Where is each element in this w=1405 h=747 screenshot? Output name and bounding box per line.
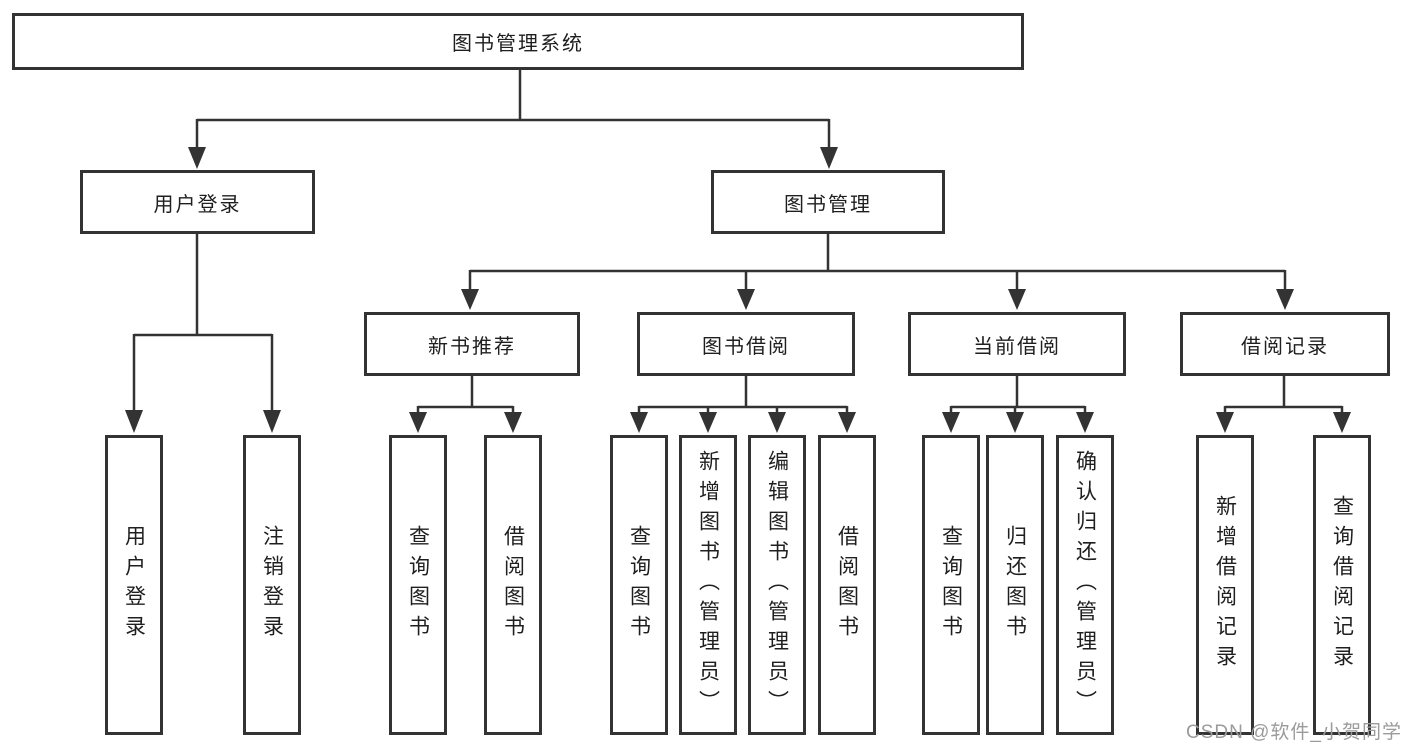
node-current-borrow: 当前借阅 (908, 312, 1126, 376)
leaf-confirm-return-admin: 确认归还（管理员） (1056, 435, 1114, 735)
leaf-query-borrow-record: 查询借阅记录 (1313, 435, 1371, 735)
csdn-watermark: CSDN @软件_小贺同学 (1186, 722, 1402, 743)
node-root: 图书管理系统 (12, 13, 1024, 70)
node-book-management: 图书管理 (711, 170, 945, 234)
leaf-user-login: 用户登录 (105, 435, 163, 735)
leaf-borrow-book-1: 借阅图书 (484, 435, 542, 735)
leaf-add-borrow-record: 新增借阅记录 (1196, 435, 1254, 735)
leaf-query-book-1: 查询图书 (389, 435, 447, 735)
leaf-return-book: 归还图书 (986, 435, 1044, 735)
leaf-logout: 注销登录 (243, 435, 301, 735)
node-borrow-record: 借阅记录 (1180, 312, 1390, 376)
leaf-query-book-3: 查询图书 (922, 435, 980, 735)
leaf-edit-book-admin: 编辑图书（管理员） (748, 435, 806, 735)
leaf-query-book-2: 查询图书 (610, 435, 668, 735)
leaf-add-book-admin: 新增图书（管理员） (679, 435, 737, 735)
node-book-borrow: 图书借阅 (637, 312, 855, 376)
leaf-borrow-book-2: 借阅图书 (818, 435, 876, 735)
node-user-login: 用户登录 (80, 170, 315, 234)
node-new-book-recommend: 新书推荐 (364, 312, 580, 376)
